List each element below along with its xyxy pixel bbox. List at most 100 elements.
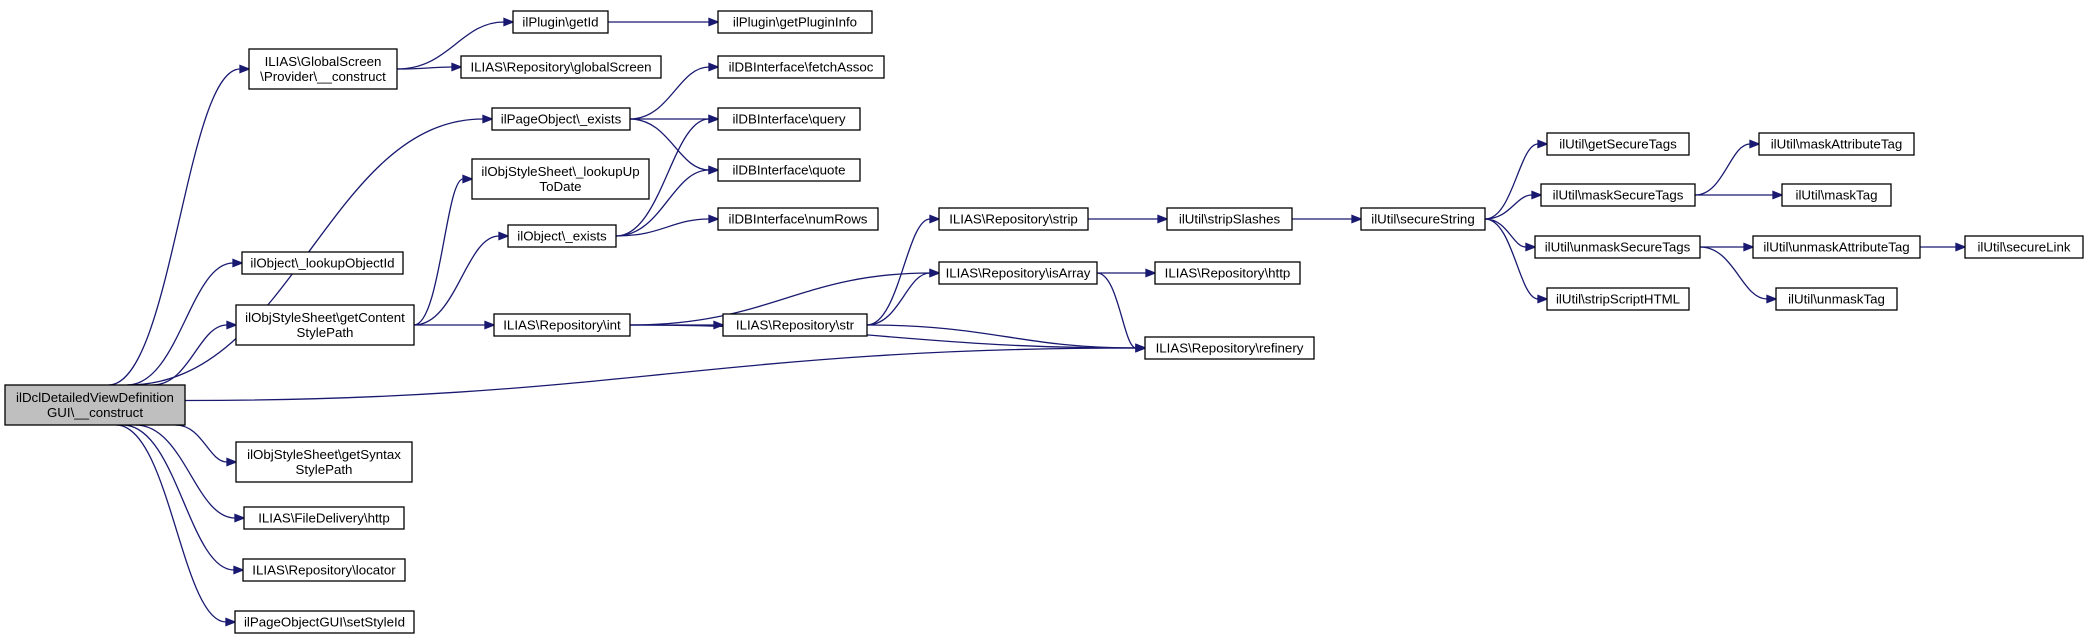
node-box	[717, 207, 879, 231]
arrowhead	[226, 457, 238, 467]
edge-repo_isarray-to-repo_http	[1097, 268, 1157, 278]
node-root[interactable]: ilDclDetailedViewDefinitionGUI\__constru…	[4, 384, 186, 426]
node-util-stripslashes[interactable]: ilUtil\stripSlashes	[1166, 207, 1293, 231]
arrowhead	[225, 617, 237, 627]
edge-root-to-pageobjgui_setstyleid	[116, 424, 237, 627]
arrowhead	[1157, 214, 1169, 224]
node-db-query[interactable]: ilDBInterface\query	[717, 107, 861, 131]
edge-line	[175, 424, 228, 463]
node-label-line: ilObject\_lookupObjectId	[250, 256, 394, 271]
node-object-exists[interactable]: ilObject\_exists	[507, 224, 617, 248]
node-filedelivery-http[interactable]: ILIAS\FileDelivery\http	[243, 506, 405, 530]
edge-gs_provider-to-plugin_getid	[396, 17, 515, 70]
node-repo-isarray[interactable]: ILIAS\Repository\isArray	[938, 261, 1098, 285]
node-util-securestring[interactable]: ilUtil\secureString	[1360, 207, 1486, 231]
node-object-lookupid[interactable]: ilObject\_lookupObjectId	[241, 251, 404, 275]
node-pageobjgui-setstyleid[interactable]: ilPageObjectGUI\setStyleId	[234, 610, 415, 634]
node-box	[1534, 235, 1701, 259]
edge-line	[629, 66, 710, 120]
node-util-unmasksecuretags[interactable]: ilUtil\unmaskSecureTags	[1534, 235, 1701, 259]
node-label-line: ilPlugin\getId	[522, 15, 598, 30]
node-box	[1781, 183, 1892, 207]
edge-line	[135, 424, 236, 519]
arrowhead	[234, 513, 246, 523]
node-db-numrows[interactable]: ilDBInterface\numRows	[717, 207, 879, 231]
node-label-line: ilObjStyleSheet\_lookupUp	[481, 164, 639, 179]
node-repo-http[interactable]: ILIAS\Repository\http	[1154, 261, 1301, 285]
arrowhead	[1351, 214, 1363, 224]
edge-line	[396, 66, 453, 70]
edge-line	[184, 347, 1137, 402]
node-box	[1546, 287, 1690, 311]
node-label-line: ilPageObject\_exists	[501, 112, 622, 127]
edge-line	[116, 424, 227, 623]
arrowhead	[233, 565, 245, 575]
node-util-unmasktag[interactable]: ilUtil\unmaskTag	[1775, 287, 1898, 311]
node-repo-strip[interactable]: ILIAS\Repository\strip	[938, 207, 1089, 231]
node-label-line: ilPlugin\getPluginInfo	[733, 15, 857, 30]
edge-line	[629, 118, 710, 171]
edge-root-to-style_getsyntax	[175, 424, 238, 467]
node-plugin-getid[interactable]: ilPlugin\getId	[512, 10, 609, 34]
node-box	[717, 158, 861, 182]
node-repo-str[interactable]: ILIAS\Repository\str	[722, 313, 868, 337]
nodes-layer: ilDclDetailedViewDefinitionGUI\__constru…	[4, 10, 2084, 634]
node-label-line: ilUtil\getSecureTags	[1559, 137, 1677, 152]
edge-object_exists-to-db_numrows	[615, 214, 720, 237]
edge-gs_provider-to-repo_globalscreen	[396, 62, 463, 72]
edge-line	[615, 118, 710, 237]
node-label-line: ilPageObjectGUI\setStyleId	[244, 615, 405, 630]
node-label-line: StylePath	[296, 462, 353, 477]
node-repo-globalscreen[interactable]: ILIAS\Repository\globalScreen	[460, 55, 662, 79]
node-util-maskattributetag[interactable]: ilUtil\maskAttributeTag	[1758, 132, 1915, 156]
edge-repo_str-to-repo_strip	[866, 214, 941, 326]
edge-root-to-style_getcontent	[152, 320, 238, 386]
node-db-quote[interactable]: ilDBInterface\quote	[717, 158, 861, 182]
node-label-line: GUI\__construct	[47, 405, 143, 420]
node-repo-int[interactable]: ILIAS\Repository\int	[493, 313, 631, 337]
node-gs-provider[interactable]: ILIAS\GlobalScreen\Provider\__construct	[248, 48, 398, 90]
edge-line	[629, 272, 931, 326]
node-label-line: ILIAS\Repository\locator	[252, 563, 396, 578]
arrowhead	[462, 174, 474, 184]
node-util-securelink[interactable]: ilUtil\secureLink	[1964, 235, 2084, 259]
node-plugin-getinfo[interactable]: ilPlugin\getPluginInfo	[717, 10, 873, 34]
node-util-masktag[interactable]: ilUtil\maskTag	[1781, 183, 1892, 207]
node-label-line: ilUtil\maskSecureTags	[1553, 188, 1684, 203]
edge-root-to-filedelivery_http	[135, 424, 246, 523]
edge-util_masksecuretags-to-util_masktag	[1695, 190, 1784, 200]
edge-line	[866, 272, 931, 326]
edge-root-to-repo_locator	[122, 424, 245, 575]
edge-style_getcontent-to-object_exists	[413, 231, 510, 326]
node-util-stripscripthtml[interactable]: ilUtil\stripScriptHTML	[1546, 287, 1690, 311]
edge-util_securestring-to-util_masksecuretags	[1484, 190, 1543, 220]
edge-util_securestring-to-util_stripscripthtml	[1484, 218, 1549, 304]
arrowhead	[232, 258, 244, 268]
edge-repo_int-to-repo_refinery	[629, 324, 1147, 353]
node-db-fetchassoc[interactable]: ilDBInterface\fetchAssoc	[717, 55, 885, 79]
edge-line	[866, 324, 1137, 349]
node-repo-refinery[interactable]: ILIAS\Repository\refinery	[1144, 336, 1315, 360]
arrowhead	[482, 114, 494, 124]
node-box	[235, 441, 413, 483]
node-util-unmaskattributetag[interactable]: ilUtil\unmaskAttributeTag	[1752, 235, 1921, 259]
node-pageobj-exists[interactable]: ilPageObject\_exists	[491, 107, 631, 131]
node-util-getsecuretags[interactable]: ilUtil\getSecureTags	[1546, 132, 1690, 156]
edge-line	[866, 218, 931, 326]
node-box	[1166, 207, 1293, 231]
edge-repo_str-to-repo_isarray	[866, 268, 941, 326]
node-label-line: ilUtil\maskTag	[1795, 188, 1877, 203]
node-label-line: ilUtil\unmaskTag	[1788, 292, 1885, 307]
node-label-line: ilUtil\stripScriptHTML	[1556, 292, 1680, 307]
node-util-masksecuretags[interactable]: ilUtil\maskSecureTags	[1540, 183, 1696, 207]
node-box	[1154, 261, 1301, 285]
node-label-line: ILIAS\Repository\http	[1165, 266, 1291, 281]
arrowhead	[1525, 242, 1537, 252]
node-label-line: ilDBInterface\numRows	[729, 212, 868, 227]
node-repo-locator[interactable]: ILIAS\Repository\locator	[242, 558, 406, 582]
edge-line	[152, 324, 228, 386]
node-label-line: ILIAS\FileDelivery\http	[258, 511, 390, 526]
